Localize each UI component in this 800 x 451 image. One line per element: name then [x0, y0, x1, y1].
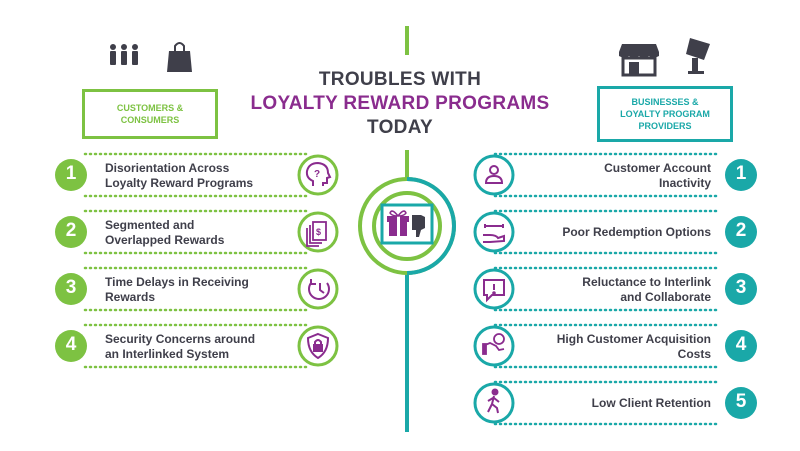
- right-number-2: 2: [735, 220, 747, 241]
- title-line-2: LOYALTY REWARD PROGRAMS: [250, 93, 550, 114]
- question-head-icon: ?: [305, 161, 332, 186]
- right-number-1: 1: [735, 163, 747, 184]
- center-ring-outer-teal: [406, 177, 457, 275]
- storefront-icon: [619, 44, 659, 77]
- title-line-3: TODAY: [367, 117, 433, 138]
- stacked-cards-icon: $: [306, 221, 327, 247]
- right-number-5: 5: [735, 391, 747, 412]
- left-item-3-line-2: Rewards: [105, 290, 156, 304]
- left-item-2-line-1: Segmented and: [105, 218, 195, 232]
- left-heading-box: CUSTOMERS & CONSUMERS: [82, 89, 218, 139]
- left-item-1: Disorientation Across Loyalty Reward Pro…: [105, 161, 285, 191]
- left-number-1: 1: [65, 163, 77, 184]
- clock-arrow-icon: [308, 279, 330, 300]
- left-number-3: 3: [65, 277, 77, 298]
- left-item-4: Security Concerns around an Interlinked …: [105, 332, 285, 362]
- user-icon: [484, 165, 504, 184]
- left-number-circle-2: [55, 216, 87, 248]
- left-item-1-line-2: Loyalty Reward Programs: [105, 176, 254, 190]
- left-item-2: Segmented and Overlapped Rewards: [105, 218, 285, 248]
- right-item-4-line-2: Costs: [677, 347, 711, 361]
- shopping-bag-icon: [167, 42, 192, 72]
- svg-text:$: $: [316, 227, 321, 237]
- right-number-circle-2: [725, 216, 757, 248]
- left-item-3-line-1: Time Delays in Receiving: [105, 275, 249, 289]
- hand-money-icon: [482, 333, 505, 355]
- right-item-4: High Customer Acquisition Costs: [515, 332, 711, 362]
- title-line-1: TROUBLES WITH: [318, 69, 482, 90]
- gift-thumbs-down-icon: [380, 203, 434, 245]
- right-item-2: Poor Redemption Options: [515, 225, 711, 240]
- left-heading-line-2: CONSUMERS: [120, 115, 180, 125]
- right-number-circle-5: [725, 387, 757, 419]
- left-item-1-line-1: Disorientation Across: [105, 161, 230, 175]
- svg-text:?: ?: [314, 169, 320, 180]
- right-number-circle-1: [725, 159, 757, 191]
- right-item-5-line-1: Low Client Retention: [591, 396, 711, 410]
- left-number-circle-4: [55, 330, 87, 362]
- people-icon: [110, 44, 138, 65]
- walking-person-icon: [487, 388, 500, 414]
- kiosk-icon: [686, 38, 710, 74]
- right-item-2-line-1: Poor Redemption Options: [562, 225, 711, 239]
- right-heading-line-1: BUSINESSES &: [631, 97, 699, 107]
- right-heading-box: BUSINESSES & LOYALTY PROGRAM PROVIDERS: [597, 86, 733, 142]
- right-number-3: 3: [735, 277, 747, 298]
- left-number-4: 4: [65, 334, 77, 355]
- hand-bone-icon: [483, 224, 505, 243]
- left-item-4-line-2: an Interlinked System: [105, 347, 230, 361]
- right-item-3-line-1: Reluctance to Interlink: [582, 275, 711, 289]
- left-heading-line-1: CUSTOMERS &: [116, 103, 184, 113]
- shield-lock-icon: [306, 332, 330, 360]
- right-number-circle-3: [725, 273, 757, 305]
- right-item-5: Low Client Retention: [515, 396, 711, 411]
- alert-chat-icon: [483, 279, 505, 303]
- right-number-circle-4: [725, 330, 757, 362]
- right-item-1-line-2: Inactivity: [658, 176, 711, 190]
- left-number-2: 2: [65, 220, 77, 241]
- right-item-1: Customer Account Inactivity: [515, 161, 711, 191]
- left-item-4-line-1: Security Concerns around: [105, 332, 256, 346]
- right-heading-line-3: PROVIDERS: [638, 121, 692, 131]
- left-item-2-line-2: Overlapped Rewards: [105, 233, 225, 247]
- center-ring-inner: [372, 191, 442, 261]
- left-number-circle-1: [55, 159, 87, 191]
- right-item-3-line-2: and Collaborate: [620, 290, 711, 304]
- right-item-1-line-1: Customer Account: [604, 161, 711, 175]
- right-item-3: Reluctance to Interlink and Collaborate: [515, 275, 711, 305]
- right-item-4-line-1: High Customer Acquisition: [556, 332, 711, 346]
- right-number-4: 4: [735, 334, 747, 355]
- right-heading-line-2: LOYALTY PROGRAM: [620, 109, 710, 119]
- left-item-3: Time Delays in Receiving Rewards: [105, 275, 285, 305]
- left-number-circle-3: [55, 273, 87, 305]
